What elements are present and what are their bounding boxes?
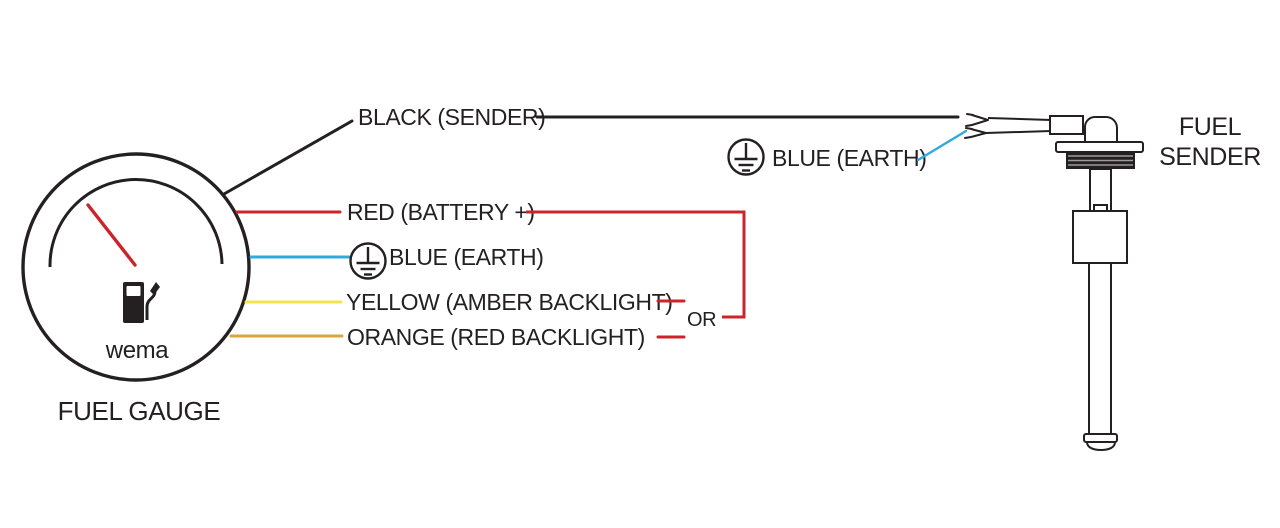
wire-blue-earth-gauge: BLUE (EARTH) bbox=[249, 242, 544, 280]
red-wire-label: RED (BATTERY +) bbox=[347, 199, 535, 225]
gauge-needle bbox=[86, 203, 137, 267]
red-wire-right-bend bbox=[526, 210, 746, 319]
mounting-flange bbox=[1055, 141, 1144, 153]
gauge-caption: FUEL GAUGE bbox=[58, 396, 221, 426]
earth-ground-icon-sender bbox=[727, 138, 765, 176]
terminal-lower bbox=[964, 127, 987, 139]
pump-window bbox=[126, 286, 141, 296]
wire-blue-earth-sender: BLUE (EARTH) bbox=[727, 129, 968, 176]
elbow-fitting bbox=[1084, 116, 1118, 143]
terminal-upper bbox=[965, 113, 989, 127]
connector-sleeve bbox=[1049, 115, 1084, 135]
black-wire-label: BLACK (SENDER) bbox=[358, 104, 545, 130]
fuel-gauge: wema bbox=[21, 152, 251, 382]
gauge-brand: wema bbox=[105, 337, 169, 364]
orange-wire-label: ORANGE (RED BACKLIGHT) bbox=[347, 324, 645, 350]
threaded-collar bbox=[1066, 152, 1135, 169]
wire-black-sender: BLACK (SENDER) bbox=[222, 104, 960, 196]
gauge-dial-arc bbox=[48, 178, 224, 268]
end-cap bbox=[1083, 433, 1118, 443]
sender-wire-bottom bbox=[985, 130, 1052, 134]
earth-ground-icon bbox=[349, 242, 387, 280]
sender-caption-line1: FUEL bbox=[1179, 113, 1242, 141]
spade-terminals bbox=[964, 113, 989, 139]
gauge-bezel bbox=[21, 152, 251, 382]
sender-stem-lower bbox=[1088, 262, 1112, 436]
sender-caption: FUEL SENDER bbox=[1159, 113, 1261, 171]
sender-float bbox=[1072, 210, 1128, 264]
black-wire-diagonal bbox=[222, 119, 354, 196]
sender-wire-top bbox=[987, 117, 1052, 121]
or-label: OR bbox=[687, 309, 716, 331]
wire-orange-backlight: ORANGE (RED BACKLIGHT) bbox=[229, 324, 686, 350]
sender-caption-line2: SENDER bbox=[1159, 143, 1261, 171]
pump-nozzle bbox=[150, 282, 160, 295]
blue-leader-line bbox=[916, 129, 968, 162]
fuel-sender-unit bbox=[964, 113, 1144, 452]
wire-yellow-backlight: YELLOW (AMBER BACKLIGHT) bbox=[244, 289, 686, 315]
sender-earth-label: BLUE (EARTH) bbox=[772, 145, 927, 171]
fuel-pump-icon bbox=[123, 282, 160, 323]
end-cap-dome bbox=[1085, 441, 1117, 452]
blue-wire-label: BLUE (EARTH) bbox=[389, 244, 544, 270]
yellow-wire-label: YELLOW (AMBER BACKLIGHT) bbox=[346, 289, 673, 315]
earth-icon-circle bbox=[727, 138, 765, 176]
earth-icon-circle bbox=[349, 242, 387, 280]
wire-red-battery: RED (BATTERY +) bbox=[235, 199, 746, 319]
